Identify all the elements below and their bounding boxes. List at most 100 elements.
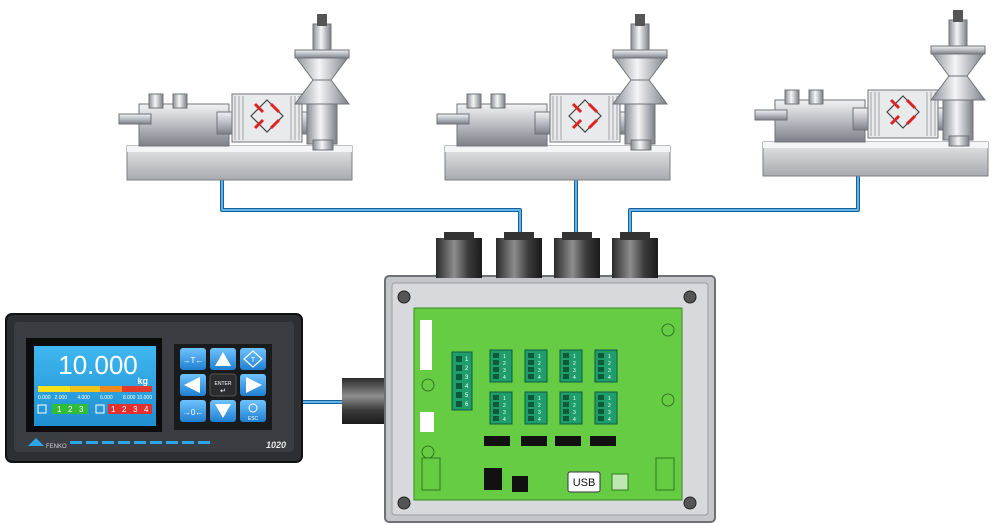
terminal-number: 1 — [503, 396, 506, 402]
keypad: →T← T ENTER ↵ — [174, 344, 272, 430]
right-button[interactable] — [240, 374, 266, 396]
input-terminal-number: 6 — [465, 402, 469, 408]
input-terminal-number: 4 — [465, 384, 469, 390]
terminal-number: 3 — [608, 368, 611, 374]
terminal-number: 4 — [573, 417, 576, 423]
dot-icon — [248, 403, 258, 413]
terminal-number: 1 — [573, 354, 576, 360]
bargraph — [38, 386, 152, 392]
terminal-number: 2 — [538, 361, 541, 367]
usb-port[interactable]: USB — [567, 471, 601, 493]
scale-tick-label: 10.000 — [137, 395, 153, 401]
enter-label: ENTER — [215, 381, 232, 387]
decor-stripes — [70, 441, 210, 444]
terminal-number: 2 — [608, 361, 611, 367]
input-terminal-number: 3 — [465, 375, 469, 381]
terminal-number: 4 — [503, 375, 506, 381]
cable-gland-side — [342, 378, 384, 424]
load-cell-1 — [117, 12, 354, 182]
weight-value: 10.000 — [58, 350, 138, 380]
arrow-right-icon — [246, 377, 262, 393]
scale-tick-label: 8.000 — [123, 395, 136, 401]
cable-glands-top — [436, 232, 658, 278]
terminal-number: 3 — [503, 368, 506, 374]
input-2: 2 — [68, 405, 73, 414]
input-terminal-number: 2 — [465, 366, 469, 372]
arrow-left-icon — [184, 377, 200, 393]
terminal-number: 2 — [573, 403, 576, 409]
terminal-number: 4 — [608, 417, 611, 423]
terminal-number: 1 — [538, 354, 541, 360]
load-cell-3 — [753, 8, 990, 178]
tare-alt-button[interactable]: T — [240, 348, 266, 370]
terminal-number: 2 — [503, 403, 506, 409]
terminal-number: 2 — [503, 361, 506, 367]
terminal-number: 3 — [573, 410, 576, 416]
esc-label: ESC — [248, 416, 259, 422]
tare-alt-label: T — [251, 357, 256, 364]
terminal-number: 1 — [608, 396, 611, 402]
cables — [220, 176, 860, 404]
logo-icon — [28, 438, 44, 446]
scale-tick-label: 4.000 — [77, 395, 90, 401]
terminal-number: 3 — [503, 410, 506, 416]
output-1: 1 — [111, 405, 116, 414]
enter-button[interactable]: ENTER ↵ — [209, 373, 237, 397]
input-3: 3 — [79, 405, 84, 414]
model-number: 1020 — [266, 440, 286, 450]
output-4: 4 — [144, 405, 149, 414]
terminal-number: 3 — [573, 368, 576, 374]
zero-button[interactable]: →0← — [180, 400, 206, 422]
input-terminal-number: 5 — [465, 393, 469, 399]
terminal-number: 2 — [573, 361, 576, 367]
left-button[interactable] — [180, 374, 206, 396]
weight-unit: kg — [137, 376, 148, 386]
load-cell-2 — [435, 12, 672, 182]
input-1: 1 — [57, 405, 62, 414]
diamond-icon — [243, 350, 263, 368]
brand: FENKO — [46, 444, 67, 450]
esc-button[interactable]: ESC — [240, 400, 266, 422]
usb-label: USB — [573, 477, 596, 489]
enter-arrow-icon: ↵ — [220, 388, 226, 395]
scale-tick-label: 2.000 — [55, 395, 68, 401]
junction-box: 1 2 3 4 5 6 1234123412341234123412341234… — [342, 232, 716, 523]
terminal-number: 4 — [503, 417, 506, 423]
terminal-number: 2 — [608, 403, 611, 409]
scale-tick-label: 6.000 — [100, 395, 113, 401]
arrow-down-icon — [215, 404, 231, 418]
terminal-number: 4 — [538, 417, 541, 423]
terminal-number: 1 — [538, 396, 541, 402]
tare-button[interactable]: →T← — [180, 348, 206, 370]
terminal-number: 4 — [608, 375, 611, 381]
terminal-number: 4 — [538, 375, 541, 381]
terminal-number: 3 — [608, 410, 611, 416]
input-terminal-block: 1 2 3 4 5 6 — [451, 351, 473, 411]
terminal-number: 1 — [503, 354, 506, 360]
arrow-up-icon — [215, 352, 231, 366]
terminal-number: 1 — [608, 354, 611, 360]
output-2: 2 — [122, 405, 127, 414]
terminal-number: 2 — [538, 403, 541, 409]
up-button[interactable] — [210, 348, 236, 370]
input-terminal-number: 1 — [465, 357, 469, 363]
tare-label: →T← — [183, 356, 204, 365]
terminal-number: 3 — [538, 368, 541, 374]
terminal-number: 4 — [573, 375, 576, 381]
zero-label: →0← — [183, 408, 203, 417]
down-button[interactable] — [210, 400, 236, 422]
terminal-number: 3 — [538, 410, 541, 416]
